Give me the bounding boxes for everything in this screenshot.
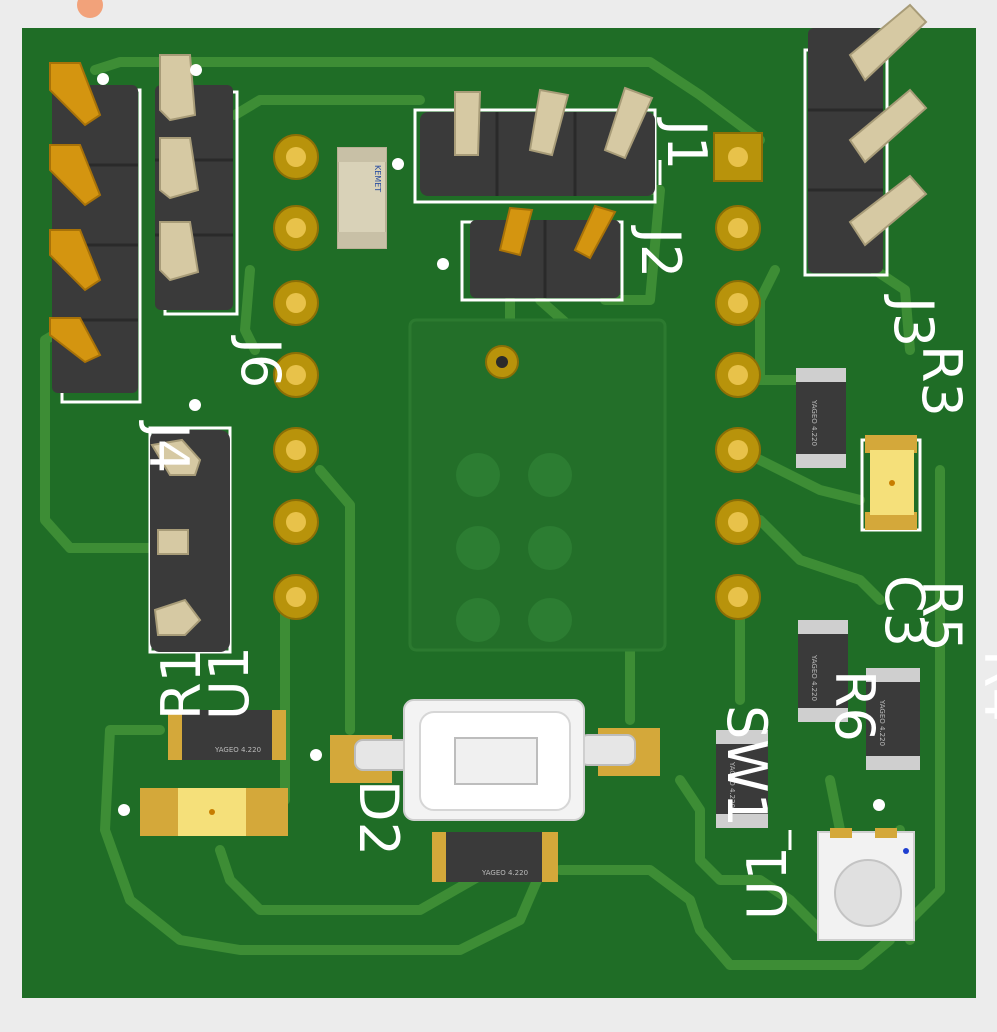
label-j2: J2 [629, 225, 692, 278]
label-r1: R1 [150, 648, 213, 720]
label-r4: R4 [972, 650, 997, 722]
label-sw1: SW1 [715, 705, 778, 827]
label-r5: R5 [910, 580, 973, 652]
header-u1 [148, 426, 232, 654]
header-j6 [155, 54, 239, 316]
label-r3: R3 [910, 345, 973, 417]
label-r6: R6 [823, 670, 886, 742]
header-j1 [413, 86, 657, 204]
origin-marker-icon [77, 0, 103, 18]
label-u1: U1 [198, 646, 261, 720]
resistor-mark: YAGEO 4.220 [810, 654, 818, 701]
silkscreen-labels: J1 J2 J3 J4 J6 R3 R4 R5 R6 D2 SW1 R1 U1 … [137, 117, 997, 920]
right-pad-column [713, 132, 763, 620]
label-d2: D2 [347, 780, 410, 856]
resistor-mark: YAGEO 4.220 [878, 699, 886, 746]
resistor-r5: YAGEO 4.220 [798, 620, 848, 722]
thermal-vias [456, 453, 572, 642]
pin1-markers [97, 64, 885, 816]
header-j3 [803, 3, 928, 277]
label-j1: J1 [655, 117, 718, 170]
left-pad-column [273, 134, 319, 620]
tactile-switch[interactable] [330, 699, 660, 821]
header-j2 [460, 204, 624, 302]
label-u-sensor: U1 [736, 846, 799, 920]
led-d2 [140, 788, 288, 836]
resistor-bottom: YAGEO 4.220 [432, 832, 558, 882]
label-j3: J3 [882, 294, 945, 347]
resistor-c3: YAGEO 4.220 [796, 368, 846, 468]
resistor-mark: YAGEO 4.220 [810, 399, 818, 446]
light-sensor [817, 828, 915, 941]
label-j4: J4 [137, 420, 200, 473]
led-r3 [860, 435, 922, 532]
via-hole [496, 356, 508, 368]
resistor-mark: YAGEO 4.220 [214, 746, 261, 754]
resistor-mark: YAGEO 4.220 [728, 761, 736, 808]
resistor-r1: YAGEO 4.220 [168, 710, 286, 760]
label-j6: J6 [229, 335, 292, 388]
resistor-mark: YAGEO 4.220 [481, 869, 528, 877]
header-j4 [49, 62, 142, 404]
resistor-r6: YAGEO 4.220 [716, 730, 768, 828]
silkscreen-outlines [658, 160, 792, 850]
label-c3: C3 [873, 575, 936, 647]
capacitor-kemet: KEMET [337, 147, 387, 249]
resistor-r4: YAGEO 4.220 [866, 668, 920, 770]
capacitor-mark: KEMET [373, 165, 382, 192]
